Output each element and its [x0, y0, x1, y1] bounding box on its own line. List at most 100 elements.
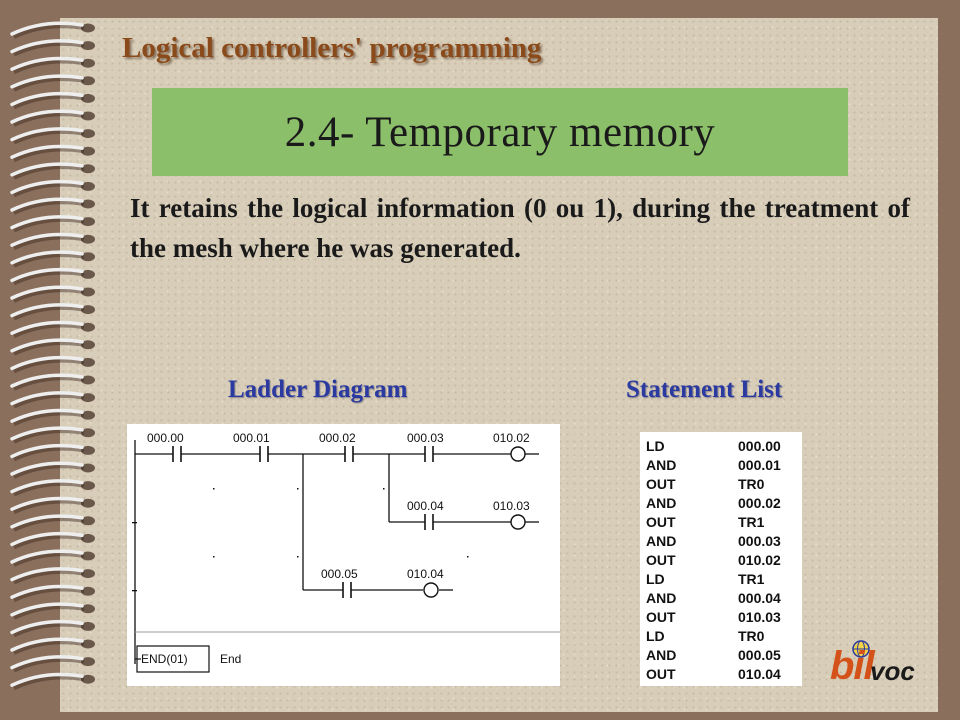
statement-list: LD 000.00 AND 000.01 OUT TR0 AND 000.02 OUT T…: [640, 432, 802, 686]
stl-arg: TR0: [738, 476, 765, 492]
stl-op: LD: [646, 438, 665, 454]
stl-arg: 000.03: [738, 533, 781, 549]
stl-arg: 000.04: [738, 590, 781, 606]
contact-label-000-03: 000.03: [407, 431, 444, 445]
statement-list-label: Statement List: [626, 376, 783, 403]
stl-row: AND 000.01: [646, 456, 802, 475]
stl-op: LD: [646, 628, 665, 644]
contact-label-000-04: 000.04: [407, 499, 444, 513]
stl-op: AND: [646, 495, 677, 511]
spiral-ring: [10, 619, 95, 638]
spiral-ring: [10, 637, 95, 655]
spiral-ring: [10, 127, 95, 145]
stl-row: AND 000.02: [646, 494, 802, 513]
spiral-ring: [10, 91, 95, 110]
spiral-ring: [10, 179, 95, 198]
spiral-ring: [10, 232, 95, 251]
spiral-ring: [10, 338, 95, 356]
stl-row: LD TR0: [646, 627, 802, 646]
stl-arg: TR1: [738, 514, 765, 530]
contact-label-000-00: 000.00: [147, 431, 184, 445]
stl-op: OUT: [646, 552, 676, 568]
spiral-ring: [10, 303, 95, 321]
stl-row: OUT 010.03: [646, 608, 802, 627]
spiral-ring: [10, 391, 95, 409]
stl-op: AND: [646, 590, 677, 606]
stl-arg: TR0: [738, 628, 765, 644]
contact-label-000-05: 000.05: [321, 567, 358, 581]
ladder-dots: [132, 488, 469, 592]
spiral-ring: [10, 479, 95, 497]
spiral-ring: [10, 567, 95, 585]
spiral-ring: [10, 461, 95, 479]
section-title-band: 2.4- Temporary memory: [152, 88, 848, 176]
stl-row: LD 000.00: [646, 437, 802, 456]
spiral-ring: [10, 267, 95, 286]
stl-arg: TR1: [738, 571, 765, 587]
stl-row: OUT TR1: [646, 513, 802, 532]
stl-arg: 000.01: [738, 457, 781, 473]
logo-text-bil: bil: [830, 644, 875, 688]
spiral-ring: [10, 197, 95, 215]
spiral-ring: [10, 426, 95, 444]
spiral-ring: [10, 162, 95, 180]
spiral-ring: [10, 56, 95, 75]
ladder-coils: [423, 446, 526, 598]
header-title: Logical controllers' programming: [122, 32, 542, 64]
spiral-ring: [10, 285, 95, 303]
stl-op: LD: [646, 571, 665, 587]
spiral-ring: [10, 408, 95, 427]
globe-icon: [852, 640, 870, 658]
stl-op: AND: [646, 457, 677, 473]
stl-row: AND 000.05: [646, 646, 802, 665]
spiral-ring: [10, 109, 95, 127]
stl-op: AND: [646, 533, 677, 549]
spiral-ring: [10, 39, 95, 57]
end-text: End: [220, 652, 241, 666]
stl-op: OUT: [646, 476, 676, 492]
ladder-diagram-label: Ladder Diagram: [228, 376, 408, 403]
spiral-ring: [10, 21, 95, 39]
stl-row: LD TR1: [646, 570, 802, 589]
stl-row: AND 000.04: [646, 589, 802, 608]
contact-label-000-02: 000.02: [319, 431, 356, 445]
spiral-ring: [10, 74, 95, 92]
coil-label-010-02: 010.02: [493, 431, 530, 445]
stl-op: OUT: [646, 609, 676, 625]
spiral-ring: [10, 250, 95, 268]
spiral-ring: [10, 531, 95, 550]
spiral-ring: [10, 144, 95, 163]
stl-arg: 000.05: [738, 647, 781, 663]
spiral-ring: [10, 496, 95, 515]
stl-op: OUT: [646, 666, 676, 682]
spiral-ring: [10, 320, 95, 339]
coil-label-010-03: 010.03: [493, 499, 530, 513]
ladder-diagram-canvas: 000.00 000.01 000.02 000.03 010.02 000.0…: [132, 431, 560, 673]
spiral-ring: [10, 215, 95, 233]
section-title: 2.4- Temporary memory: [284, 108, 716, 156]
ladder-contacts: [172, 446, 434, 598]
spiral-ring: [10, 549, 95, 567]
spiral-ring: [10, 355, 95, 374]
coil-label-010-04: 010.04: [407, 567, 444, 581]
stl-row: AND 000.03: [646, 532, 802, 551]
spiral-ring: [10, 373, 95, 391]
spiral-ring: [10, 443, 95, 462]
ladder-wires: [134, 440, 560, 664]
spiral-ring: [10, 655, 95, 673]
section-description: It retains the logical information (0 ou…: [130, 193, 910, 263]
stl-row: OUT TR0: [646, 475, 802, 494]
stl-arg: 010.03: [738, 609, 781, 625]
stl-op: AND: [646, 647, 677, 663]
spiral-ring: [10, 514, 95, 532]
stl-arg: 000.00: [738, 438, 781, 454]
logo-text-voc: voc: [870, 656, 915, 686]
spiral-ring: [10, 672, 95, 691]
spiral-ring: [10, 584, 95, 603]
stl-arg: 000.02: [738, 495, 781, 511]
stl-op: OUT: [646, 514, 676, 530]
ladder-diagram: 000.00 000.01 000.02 000.03 010.02 000.0…: [127, 424, 560, 686]
end-block-label: END(01): [141, 652, 188, 666]
